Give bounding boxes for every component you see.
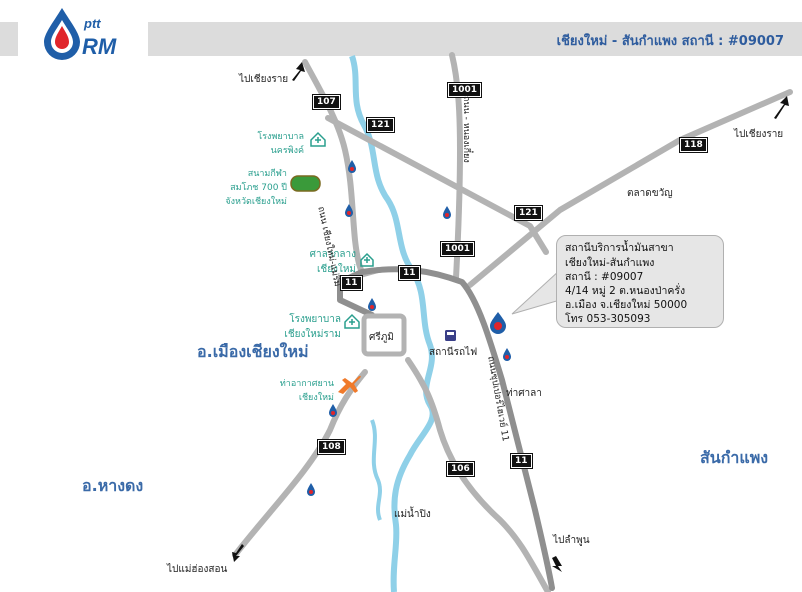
label-road-1001: ถนน - หนองเกี๋ยง (461, 96, 471, 163)
hospital-icon-nakornping (310, 131, 326, 147)
road-shield-108: 108 (318, 440, 345, 454)
station-info-callout: สถานีบริการน้ำมันสาขา เชียงใหม่-สันกำแพง… (556, 235, 724, 328)
callout-pointer (511, 268, 561, 315)
label-to-maehongson: ไปแม่ฮ่องสอน (167, 564, 228, 575)
station-info-line5: อ.เมือง จ.เชียงใหม่ 50000 (565, 299, 688, 311)
station-info-line1: สถานีบริการน้ำมันสาขา (565, 242, 674, 254)
gas-station-icon (345, 204, 353, 217)
road-shield-1001: 1001 (441, 242, 475, 256)
road-shield-121: 121 (515, 206, 542, 220)
station-info-line4: 4/14 หมู่ 2 ต.หนองป่าครั่ง (565, 285, 686, 297)
label-thasala: ท่าศาลา (506, 388, 542, 399)
arrow-to-chiangrai-left (292, 62, 305, 81)
district-sankamphaeng: สันกำแพง (700, 448, 769, 467)
label-market: ตลาดขวัญ (627, 188, 673, 199)
road-shield-1001: 1001 (448, 83, 482, 97)
road-shield-11: 11 (399, 266, 420, 280)
arrow-to-lamphun (552, 556, 562, 572)
gas-station-icon (503, 348, 511, 361)
logo-rm-text: RM (82, 34, 117, 59)
label-to-chiangrai-left: ไปเชียงราย (239, 74, 289, 85)
ptt-rm-logo: ptt RM (38, 4, 138, 60)
gas-station-icon (348, 160, 356, 173)
arrow-to-maehongson (232, 544, 244, 562)
train-station-icon (445, 330, 456, 341)
logo-ptt-text: ptt (83, 16, 101, 31)
district-mueang-chiangmai: อ.เมืองเชียงใหม่ (197, 342, 309, 361)
road-11-west (337, 279, 375, 318)
district-hangdong: อ.หางดง (82, 476, 144, 495)
label-to-lamphun: ไปลำพูน (553, 535, 590, 546)
road-106 (405, 357, 551, 592)
hospital-icon-cityhall (360, 252, 374, 267)
road-121 (325, 115, 549, 255)
station-info-line3: สถานี : #09007 (565, 271, 644, 283)
label-hospital-ram: โรงพยาบาล เชียงใหม่ราม (284, 314, 341, 340)
page-title: เชียงใหม่ - สันกำแพง สถานี : #09007 (556, 34, 784, 49)
road-108 (232, 369, 368, 558)
gas-station-icon (368, 298, 376, 311)
ping-river (349, 55, 436, 592)
road-11-main (337, 266, 555, 591)
road-118 (467, 89, 793, 288)
label-sriphum: ศรีภูมิ (369, 332, 394, 343)
gas-station-markers (307, 160, 511, 496)
gas-station-icon (329, 404, 337, 417)
road-shield-107: 107 (313, 95, 340, 109)
label-hospital-nakornping: โรงพยาบาล นครพิงค์ (257, 132, 304, 156)
arrow-to-chiangrai-right (774, 96, 789, 119)
station-info-line6: โทร 053-305093 (565, 313, 651, 325)
airport-icon (338, 375, 361, 394)
label-airport: ท่าอากาศยาน เชียงใหม่ (279, 379, 334, 403)
stadium-icon (290, 175, 321, 192)
label-to-chiangrai-right: ไปเชียงราย (734, 129, 784, 140)
gas-station-icon (307, 483, 315, 496)
header-bar: เชียงใหม่ - สันกำแพง สถานี : #09007 (148, 22, 802, 56)
header-left-bar (0, 22, 18, 56)
old-city-moat (361, 313, 407, 357)
label-city-hall: ศาลากลาง เชียงใหม่ (309, 249, 356, 275)
gas-station-icon (443, 206, 451, 219)
road-shield-11: 11 (511, 454, 532, 468)
road-shield-121: 121 (367, 118, 394, 132)
label-river: แม่น้ำปิง (394, 509, 431, 520)
direction-arrows (232, 62, 789, 572)
road-shield-11: 11 (341, 276, 362, 290)
hospital-icon-ram (344, 313, 360, 329)
ping-river-branch (370, 419, 382, 521)
road-shield-118: 118 (680, 138, 707, 152)
label-train-station: สถานีรถไฟ (429, 347, 478, 358)
target-station-icon (490, 312, 506, 334)
road-shield-106: 106 (447, 462, 474, 476)
label-stadium: สนามกีฬา สมโภช 700 ปี จังหวัดเชียงใหม่ (225, 169, 287, 207)
station-info-line2: เชียงใหม่-สันกำแพง (565, 257, 655, 269)
